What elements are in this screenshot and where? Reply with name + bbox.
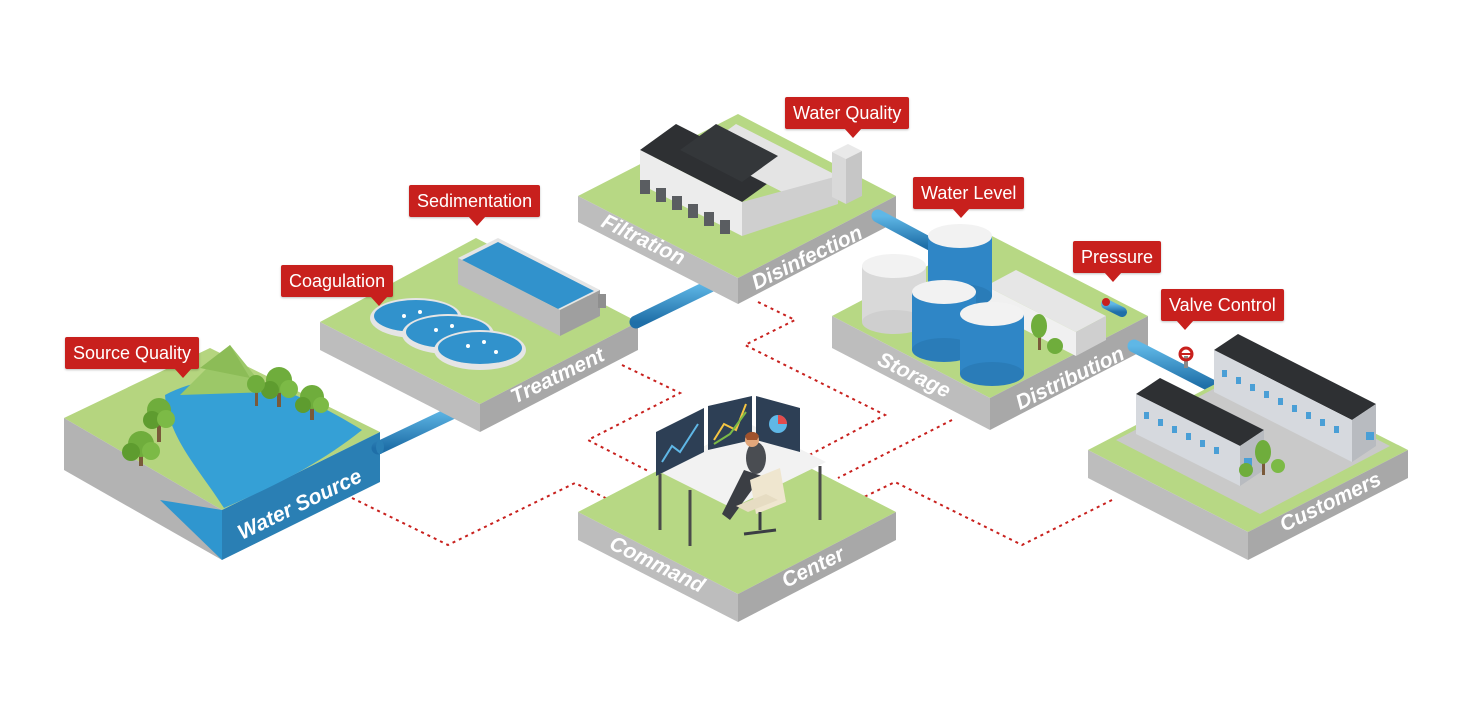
monitor-icon [708, 396, 752, 450]
callout-water-quality: Water Quality [785, 97, 910, 138]
callout-pressure: Pressure [1073, 241, 1162, 282]
monitor-icon [656, 408, 704, 476]
filtration-block: Filtration Disinfection [578, 114, 896, 304]
link-customers [857, 480, 1113, 547]
treatment-block: Treatment [320, 238, 638, 432]
coagulation-tank [434, 330, 526, 370]
customers-block: Customers [1088, 334, 1408, 560]
callout-source-quality: Source Quality [65, 337, 200, 378]
pipe-filtration-storage [871, 209, 941, 253]
command-center-block: Command Center [578, 396, 896, 622]
tree-icon [122, 431, 160, 466]
callout-valve-control: Valve Control [1161, 289, 1284, 330]
tree-icon [1239, 440, 1285, 477]
network-links [351, 301, 1113, 547]
tree-icon [247, 375, 265, 406]
water-source-block: Water Source [64, 345, 380, 560]
callout-sedimentation: Sedimentation [409, 185, 541, 226]
valve-icon [1178, 346, 1194, 362]
link-water-source [351, 481, 641, 547]
link-storage [837, 419, 953, 479]
tree-icon [143, 398, 175, 442]
monitor-icon [756, 396, 800, 452]
callout-coagulation: Coagulation [281, 265, 394, 306]
tree-icon [261, 367, 298, 407]
storage-tank [960, 302, 1024, 386]
pipe-distribution-customers [1127, 339, 1219, 393]
callout-water-level: Water Level [913, 177, 1025, 218]
chair-icon [736, 468, 786, 536]
tree-icon [295, 385, 329, 420]
tree-icon [1031, 314, 1063, 354]
